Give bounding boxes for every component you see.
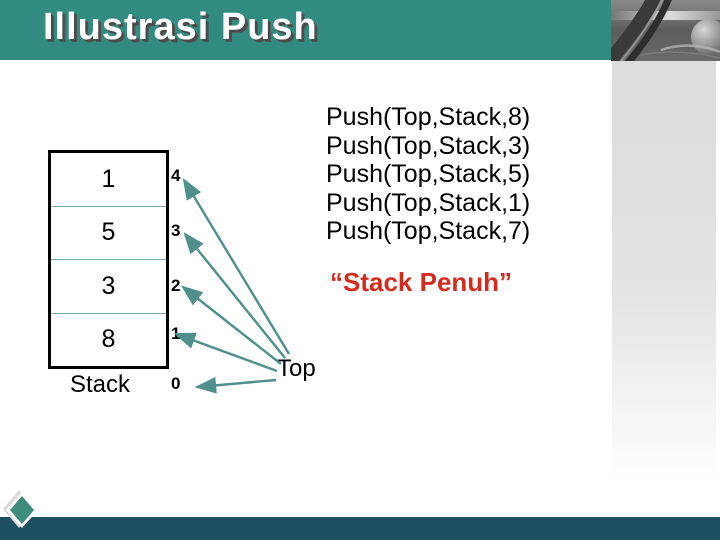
push-call-line: Push(Top,Stack,8)	[326, 103, 531, 131]
stack-cell: 8	[51, 312, 166, 367]
push-call-line: Push(Top,Stack,3)	[326, 131, 531, 160]
index-label-0: 0	[171, 374, 181, 393]
index-label-1: 1	[171, 324, 181, 343]
index-label-4: 4	[171, 166, 181, 185]
push-call-line: Push(Top,Stack,5)	[326, 160, 531, 188]
header-bar	[0, 0, 612, 60]
arrow-to-index-4	[182, 177, 291, 355]
push-call-line: Push(Top,Stack,1)	[326, 188, 531, 217]
diamond-logo-icon	[3, 490, 38, 528]
arrow-to-index-0	[194, 376, 277, 394]
push-call-line: Push(Top,Stack,7)	[326, 217, 531, 245]
stack-diagram: 1 5 3 8	[48, 150, 169, 369]
top-caption: Top	[277, 355, 316, 382]
stack-cell: 5	[51, 205, 166, 260]
stack-cell: 1	[101, 164, 116, 193]
corner-decoration-image	[611, 0, 720, 61]
index-label-2: 2	[171, 276, 181, 295]
stack-full-alert: “Stack Penuh”	[330, 267, 513, 297]
footer-bar	[0, 517, 720, 540]
side-strip	[612, 61, 716, 481]
arrow-to-index-1	[173, 332, 278, 373]
arrow-to-index-3	[183, 232, 286, 359]
arrow-to-index-2	[181, 285, 282, 365]
push-call-list: Push(Top,Stack,8) Push(Top,Stack,3) Push…	[326, 103, 530, 246]
stack-caption: Stack	[70, 371, 131, 398]
index-label-3: 3	[171, 221, 181, 240]
stack-cell: 3	[51, 259, 166, 313]
page-title: Illustrasi Push	[43, 6, 318, 48]
